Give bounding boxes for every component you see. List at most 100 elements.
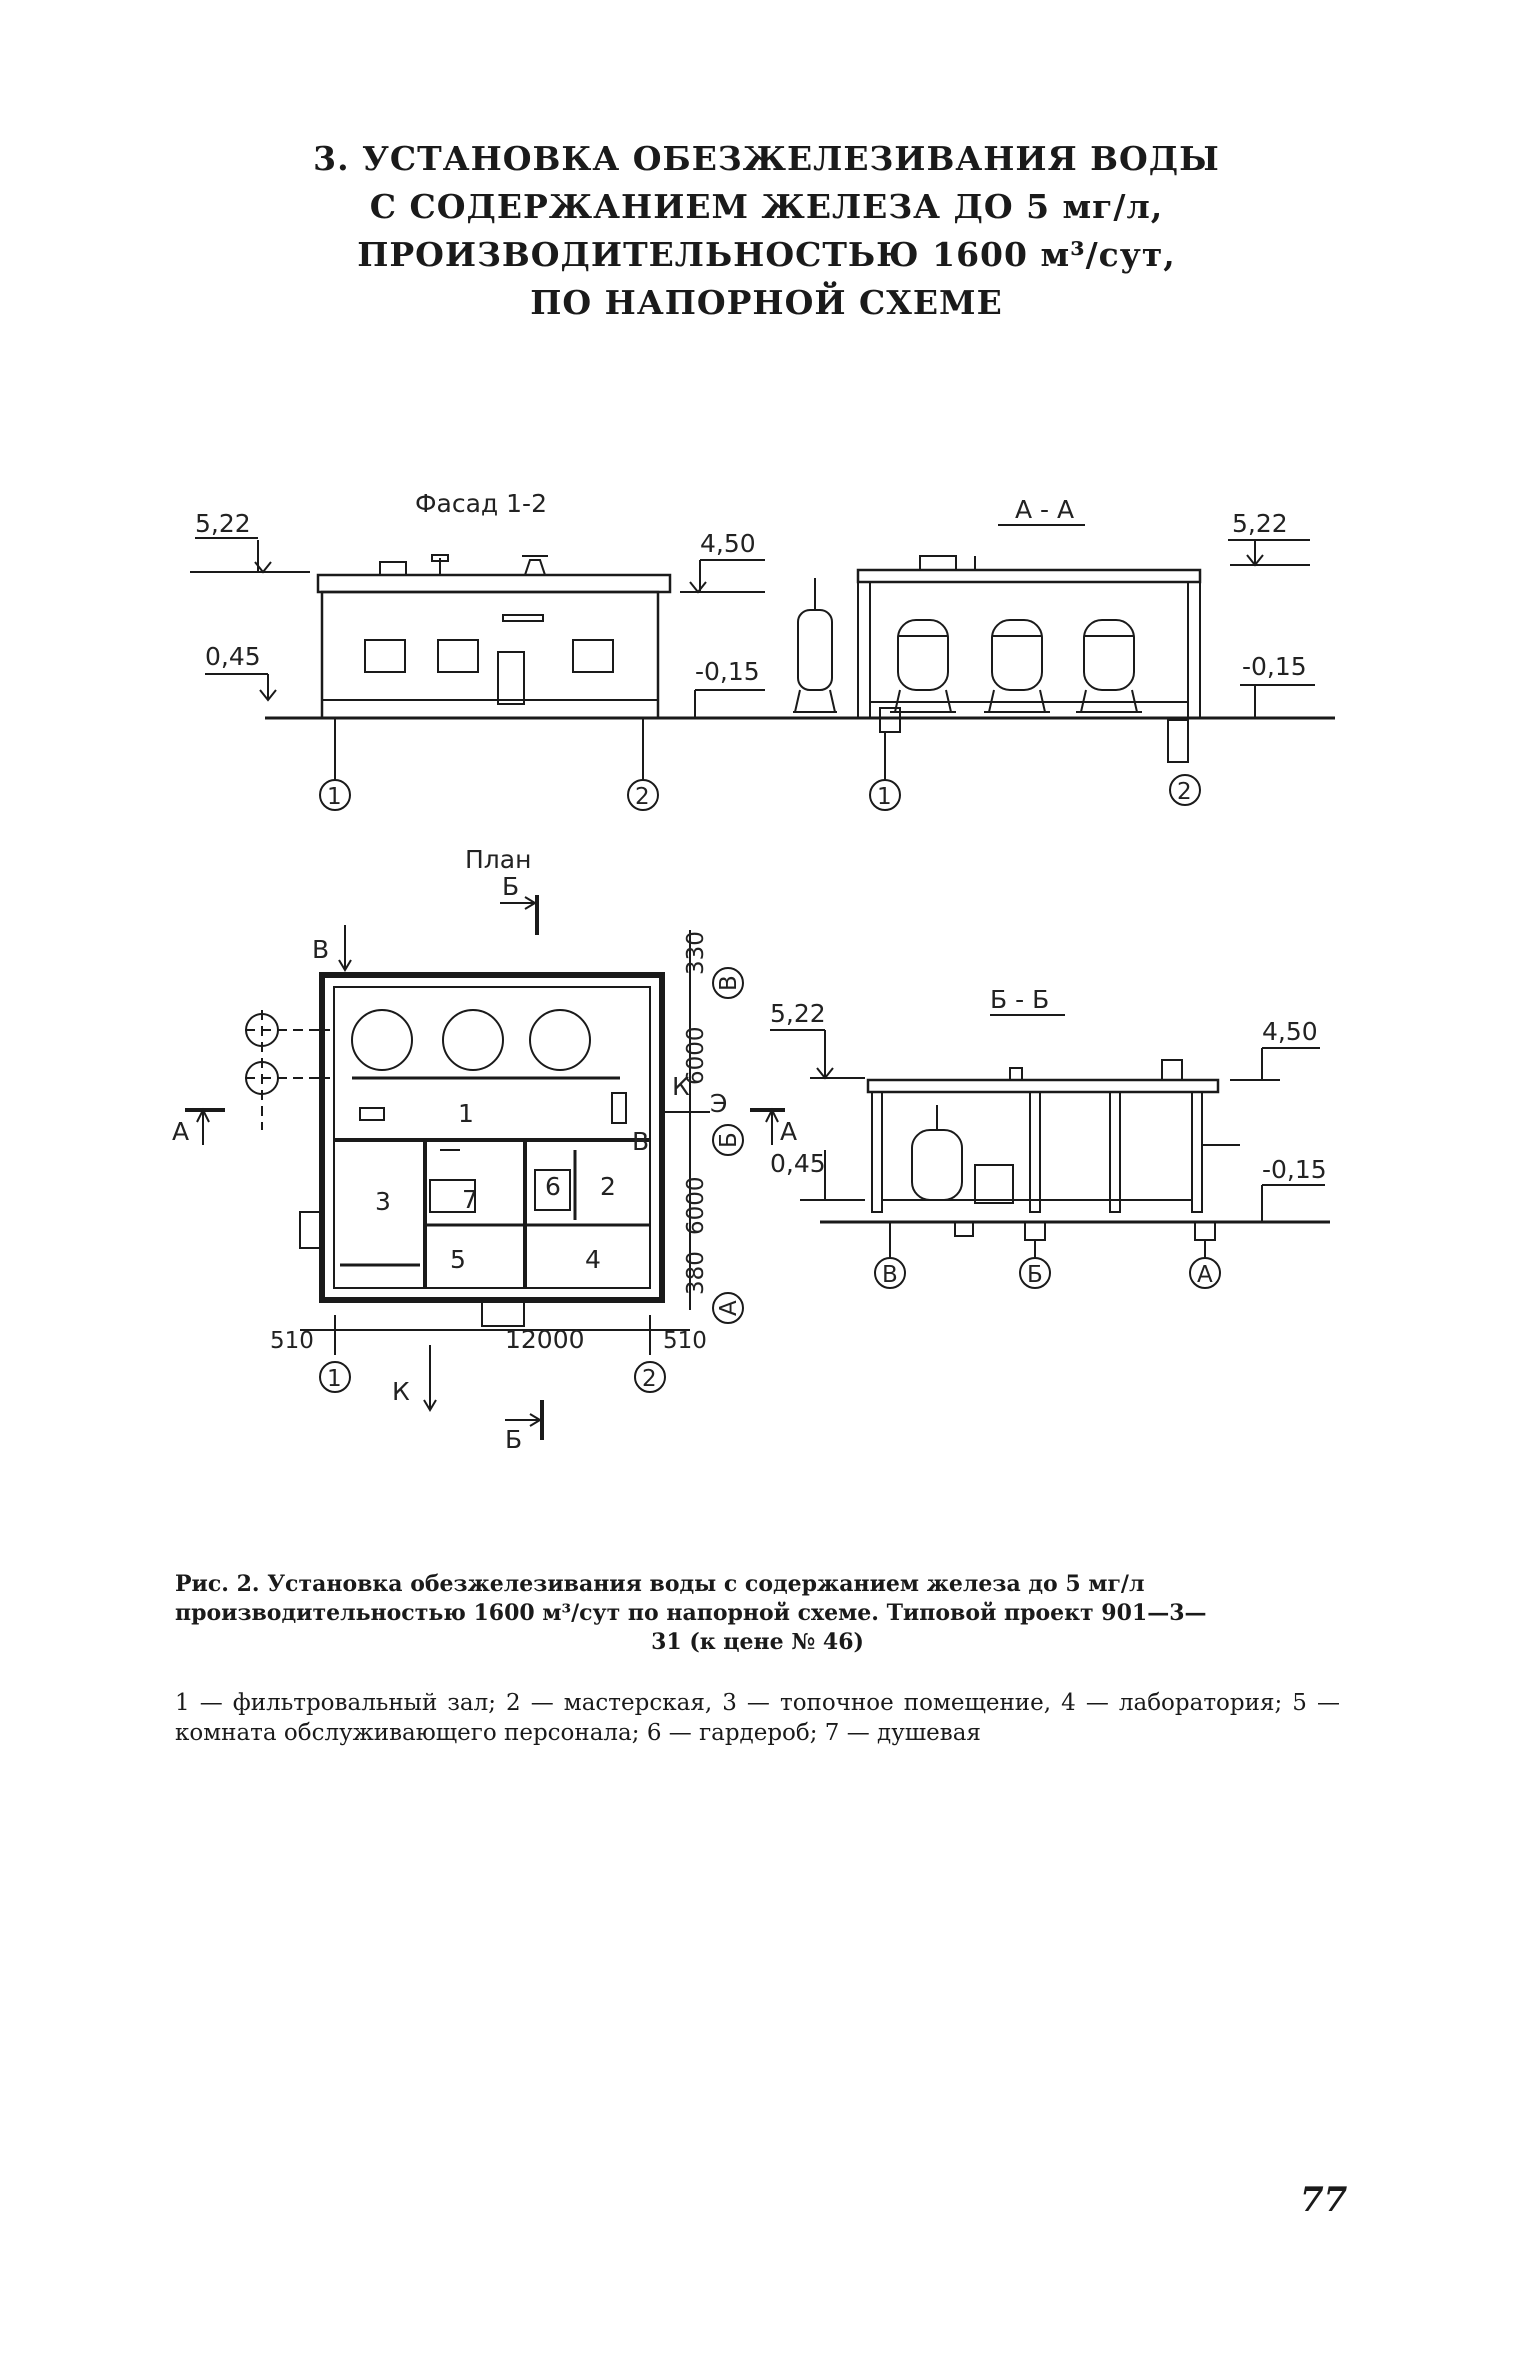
technical-drawing: Фасад 1-2 5,22 4,50 0,45	[172, 489, 1335, 1454]
svg-text:2: 2	[635, 784, 650, 810]
section-aa-view: А - А 5,22 -0,	[856, 495, 1315, 811]
svg-text:К: К	[672, 1072, 690, 1101]
section-bb-view: Б - Б 5,22 4,50 0,45 -0,15	[770, 985, 1330, 1289]
svg-text:6000: 6000	[683, 1026, 709, 1085]
svg-text:А: А	[172, 1117, 189, 1146]
plan-outer-wall	[319, 972, 665, 1303]
level-roof-label: 5,22	[195, 509, 251, 538]
section-wall	[1187, 581, 1201, 719]
svg-text:Б: Б	[502, 872, 519, 901]
facade-window	[572, 639, 614, 673]
caption-line-2: производительностью 1600 м³/сут по напор…	[175, 1600, 1207, 1626]
axis-marker	[319, 779, 351, 811]
axis-marker	[1019, 1257, 1051, 1289]
svg-text:1: 1	[877, 784, 892, 810]
svg-text:510: 510	[270, 1328, 314, 1354]
section-bb-heading: Б - Б	[990, 985, 1049, 1014]
facade-door	[497, 651, 525, 705]
svg-text:В: В	[632, 1127, 649, 1156]
axis-marker	[319, 1361, 351, 1393]
section-wall	[857, 581, 871, 719]
room-4-label: 4	[585, 1245, 601, 1274]
facade-window	[437, 639, 479, 673]
filter-tank	[797, 609, 833, 691]
room-7-label: 7	[462, 1185, 478, 1214]
title-line-3: ПРОИЗВОДИТЕЛЬНОСТЬЮ 1600 м³/сут,	[357, 235, 1176, 274]
figure-caption: Рис. 2. Установка обезжелезивания воды с…	[175, 1570, 1340, 1657]
filter-tank	[984, 619, 1050, 713]
facade-sign	[502, 614, 544, 622]
svg-text:6000: 6000	[683, 1176, 709, 1235]
filter-tank	[1076, 619, 1142, 713]
svg-text:А: А	[780, 1117, 797, 1146]
axis-marker	[1169, 774, 1201, 806]
level-ground-label: -0,15	[1262, 1155, 1327, 1184]
title-line-1: 3. УСТАНОВКА ОБЕЗЖЕЛЕЗИВАНИЯ ВОДЫ	[313, 139, 1220, 178]
level-roof-label: 5,22	[770, 999, 826, 1028]
room-2-label: 2	[600, 1172, 616, 1201]
svg-text:2: 2	[1177, 779, 1192, 805]
section-aa-heading: А - А	[1015, 495, 1074, 524]
pipe-manifold	[974, 1164, 1014, 1204]
axis-marker	[869, 779, 901, 811]
roof-deflector	[522, 555, 548, 576]
svg-text:К: К	[392, 1377, 410, 1406]
level-ground-label: -0,15	[695, 657, 760, 686]
roof-vent	[431, 554, 449, 562]
svg-text:12000: 12000	[505, 1325, 585, 1354]
plan-heading: План	[465, 845, 531, 874]
level-roof-label: 5,22	[1232, 509, 1288, 538]
page-title: 3. УСТАНОВКА ОБЕЗЖЕЛЕЗИВАНИЯ ВОДЫ С СОДЕ…	[0, 135, 1533, 327]
axis-marker	[627, 779, 659, 811]
plan-filter	[442, 1009, 504, 1071]
svg-text:А: А	[1197, 1262, 1213, 1288]
section-roof	[866, 1078, 1220, 1094]
filter-tank	[890, 619, 956, 713]
plan-filter	[529, 1009, 591, 1071]
svg-text:Б: Б	[1027, 1262, 1043, 1288]
axis-marker	[712, 1124, 744, 1156]
level-floor-label: 0,45	[770, 1149, 826, 1178]
title-line-4: ПО НАПОРНОЙ СХЕМЕ	[530, 283, 1003, 322]
facade-roof	[316, 573, 672, 594]
caption-line-3: 31 (к цене № 46)	[651, 1629, 864, 1655]
svg-text:Б: Б	[505, 1425, 522, 1454]
svg-text:В: В	[716, 975, 742, 991]
filter-tank	[911, 1105, 963, 1201]
facade-view: Фасад 1-2 5,22 4,50 0,45	[190, 489, 1335, 811]
floor-plan: План Б 1 3 7 6 2 5 4	[172, 845, 797, 1454]
svg-text:2: 2	[642, 1366, 657, 1392]
svg-text:Э: Э	[710, 1089, 727, 1118]
figure-legend: 1 — фильтровальный зал; 2 — мастерская, …	[175, 1690, 1340, 1746]
caption-line-1: Рис. 2. Установка обезжелезивания воды с…	[175, 1571, 1145, 1597]
svg-text:В: В	[312, 935, 329, 964]
roof-unit	[379, 561, 407, 576]
svg-text:330: 330	[683, 931, 709, 975]
axis-marker	[712, 1292, 744, 1324]
facade-wall	[320, 590, 660, 720]
facade-heading: Фасад 1-2	[415, 489, 547, 518]
roof-unit	[919, 555, 957, 571]
svg-text:В: В	[882, 1262, 898, 1288]
svg-text:1: 1	[327, 1366, 342, 1392]
svg-text:Б: Б	[716, 1132, 742, 1148]
room-5-label: 5	[450, 1245, 466, 1274]
page-number: 77	[1300, 2180, 1348, 2220]
title-line-2: С СОДЕРЖАНИЕМ ЖЕЛЕЗА ДО 5 мг/л,	[369, 187, 1164, 226]
facade-window	[364, 639, 406, 673]
svg-text:А: А	[716, 1300, 742, 1316]
svg-text:1: 1	[327, 784, 342, 810]
section-roof	[856, 568, 1202, 584]
room-6-label: 6	[545, 1172, 561, 1201]
axis-marker	[634, 1361, 666, 1393]
level-eave-label: 4,50	[1262, 1017, 1318, 1046]
svg-text:380: 380	[683, 1251, 709, 1295]
level-ground-label: -0,15	[1242, 652, 1307, 681]
plan-filter	[351, 1009, 413, 1071]
axis-marker	[874, 1257, 906, 1289]
axis-marker	[1189, 1257, 1221, 1289]
axis-marker	[712, 967, 744, 999]
level-eave-label: 4,50	[700, 529, 756, 558]
room-3-label: 3	[375, 1187, 391, 1216]
level-floor-label: 0,45	[205, 642, 261, 671]
